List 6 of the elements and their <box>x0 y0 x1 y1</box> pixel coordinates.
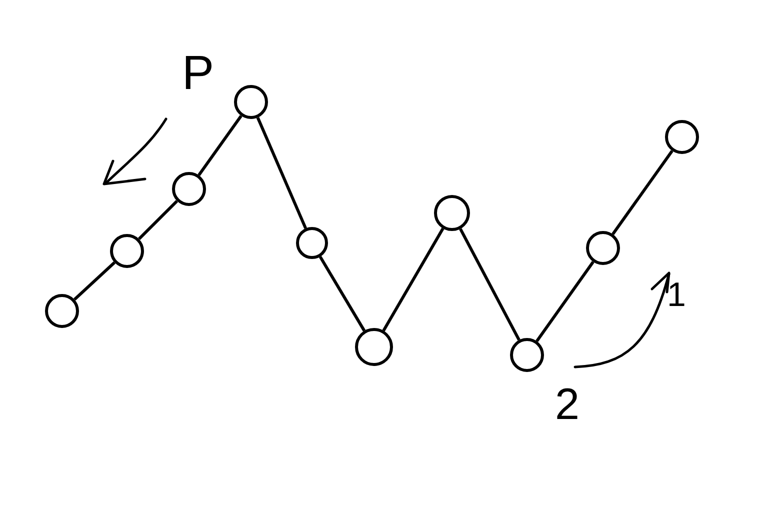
connector-line <box>256 117 308 229</box>
handwritten-label: 2 <box>555 383 580 427</box>
connector-line <box>73 261 116 301</box>
connector-line <box>138 200 178 240</box>
handwritten-label: 1 <box>667 278 686 312</box>
handwritten-label: P <box>182 50 214 98</box>
